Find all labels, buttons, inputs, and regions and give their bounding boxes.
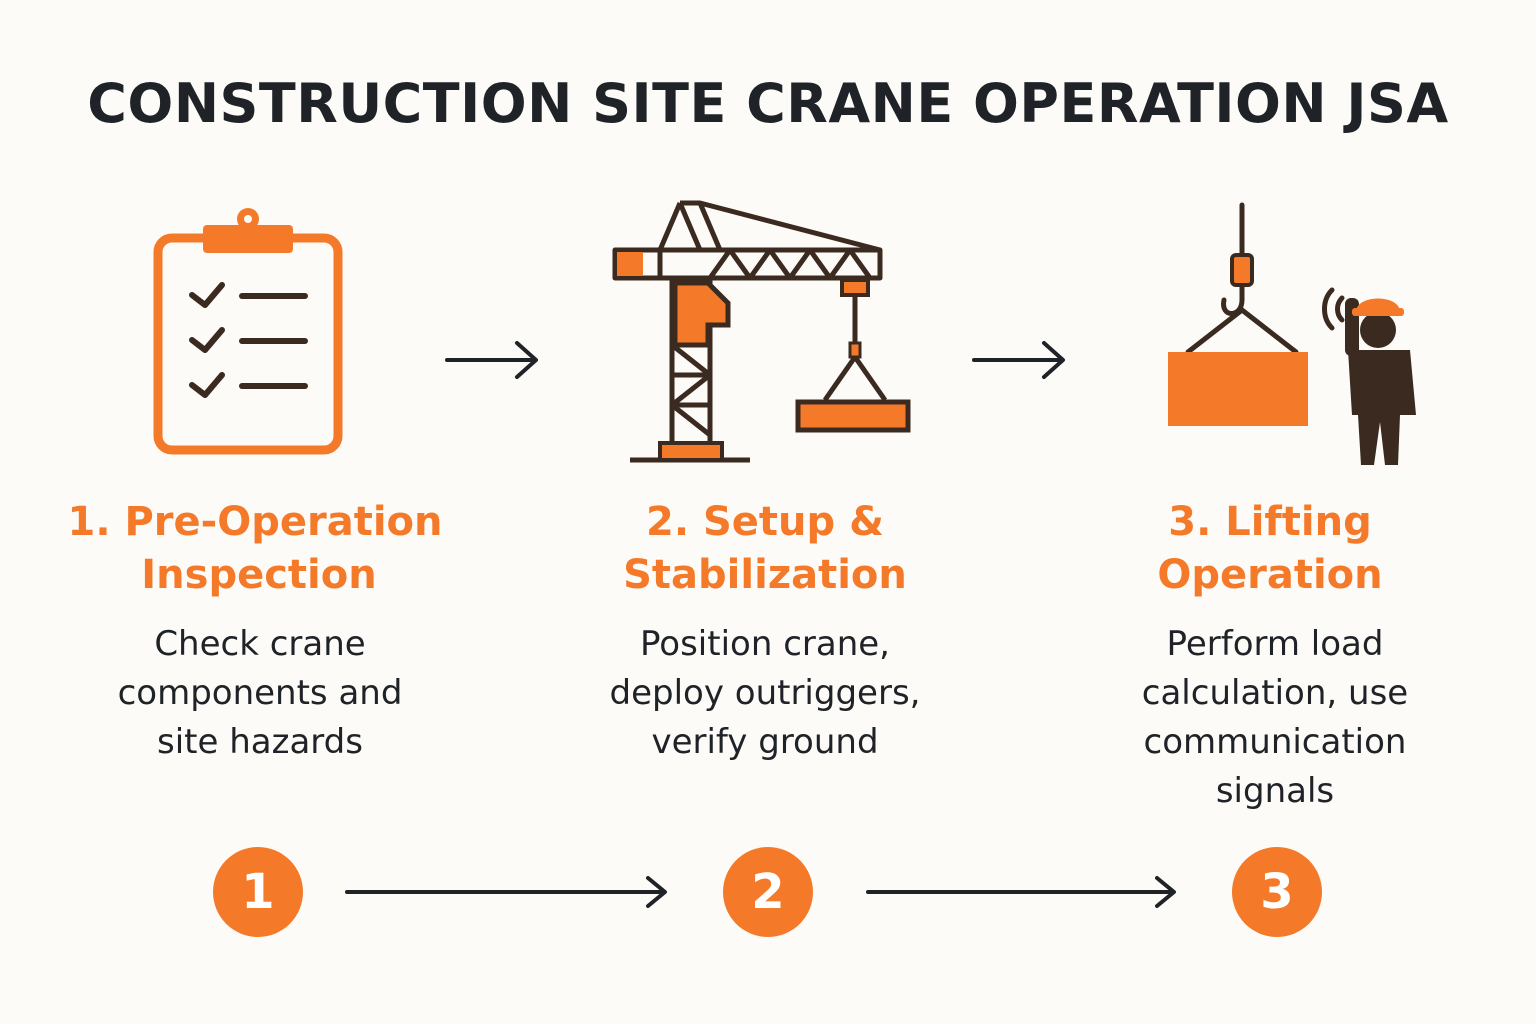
step-1-description: Check crane components and site hazards: [40, 620, 480, 767]
step-3-title-line: 3. Lifting: [1168, 499, 1372, 545]
step-2-title-line: 2. Setup &: [646, 499, 884, 545]
description-line: site hazards: [157, 722, 363, 762]
description-line: communication: [1143, 722, 1407, 762]
description-line: deploy outriggers,: [609, 673, 921, 713]
step-2-description: Position crane, deploy outriggers, verif…: [545, 620, 985, 767]
step-1-badge: 1: [213, 847, 303, 937]
description-line: verify ground: [651, 722, 879, 762]
description-line: Check crane: [154, 624, 366, 664]
clipboard-checklist-icon: [153, 208, 343, 455]
step-3-description: Perform load calculation, use communicat…: [1055, 620, 1495, 816]
step-1-title: 1. Pre-Operation Inspection: [35, 496, 475, 602]
arrow-right-icon: [866, 876, 1176, 908]
step-1-title-line: Inspection: [141, 552, 377, 598]
step-2-badge: 2: [723, 847, 813, 937]
lifting-worker-icon: [1168, 202, 1416, 465]
step-2-title: 2. Setup & Stabilization: [545, 496, 985, 602]
step-1-title-line: 1. Pre-Operation: [67, 499, 443, 545]
tower-crane-icon: [612, 200, 911, 463]
description-line: Perform load: [1166, 624, 1384, 664]
step-3-badge: 3: [1232, 847, 1322, 937]
description-line: Position crane,: [640, 624, 890, 664]
description-line: calculation, use: [1141, 673, 1409, 713]
arrow-right-icon: [445, 341, 538, 379]
description-line: components and: [117, 673, 403, 713]
description-line: signals: [1215, 771, 1335, 811]
step-3-title-line: Operation: [1157, 552, 1383, 598]
arrow-right-icon: [345, 876, 667, 908]
step-3-title: 3. Lifting Operation: [1050, 496, 1490, 602]
page-title: CONSTRUCTION SITE CRANE OPERATION JSA: [87, 72, 1449, 135]
arrow-right-icon: [972, 341, 1065, 379]
step-2-title-line: Stabilization: [623, 552, 907, 598]
